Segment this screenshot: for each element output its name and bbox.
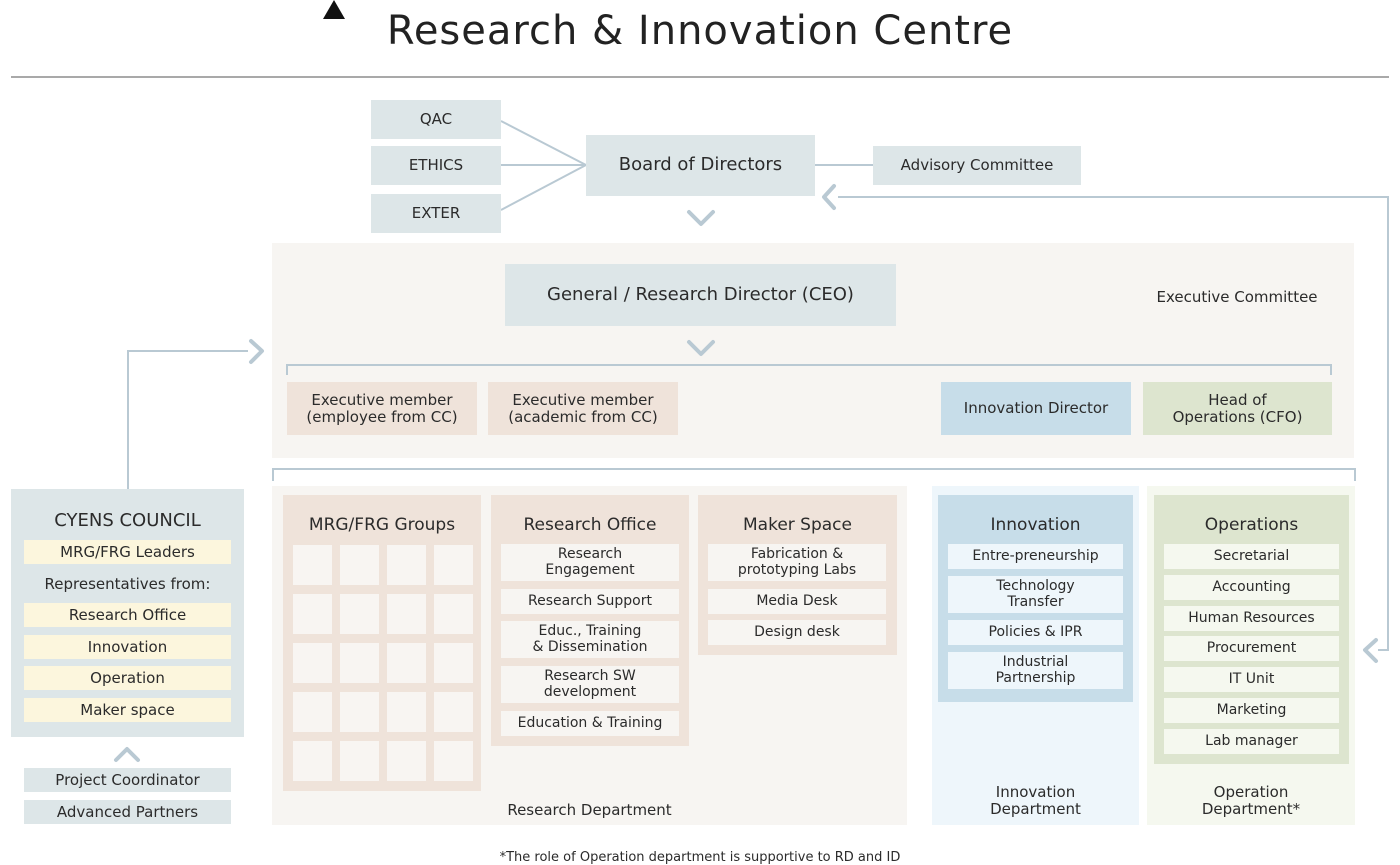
innovation-director-box: Innovation Director: [941, 382, 1131, 435]
executive-committee-label: Executive Committee: [1156, 288, 1318, 306]
group-cell: [387, 692, 426, 732]
group-cell: [340, 643, 379, 683]
group-cell: [293, 692, 332, 732]
maker-space-item: Design desk: [708, 620, 886, 645]
operations-item: Human Resources: [1164, 606, 1339, 631]
innovation-item: Policies & IPR: [948, 620, 1123, 645]
innovation-title: Innovation: [990, 515, 1081, 535]
maker-space-title: Maker Space: [743, 515, 852, 535]
innovation-item: Technology Transfer: [948, 576, 1123, 613]
footnote: *The role of Operation department is sup…: [499, 850, 901, 865]
council-leaders-item: MRG/FRG Leaders: [24, 540, 231, 564]
group-cell: [434, 594, 473, 634]
operations-item: Secretarial: [1164, 544, 1339, 569]
operations-item: Marketing: [1164, 698, 1339, 723]
operation-department-label: Operation Department*: [1201, 783, 1301, 819]
maker-space-item: Fabrication & prototyping Labs: [708, 544, 886, 581]
operations-item: Accounting: [1164, 575, 1339, 600]
exter-box: EXTER: [371, 194, 501, 233]
advanced-partners-box: Advanced Partners: [24, 800, 231, 824]
innovation-department-label: Innovation Department: [990, 783, 1081, 819]
board-of-directors-box: Board of Directors: [586, 135, 815, 196]
executive-member-academic-box: Executive member (academic from CC): [488, 382, 678, 435]
research-office-item: Research SW development: [501, 666, 679, 703]
group-cell: [387, 741, 426, 781]
chevron-left-icon: [822, 184, 836, 210]
mrg-frg-groups-panel: MRG/FRG Groups: [283, 495, 481, 791]
group-cell: [434, 545, 473, 585]
mrg-frg-groups-title: MRG/FRG Groups: [308, 515, 456, 535]
research-office-item: Educ., Training & Dissemination: [501, 621, 679, 658]
council-rep-item: Innovation: [24, 635, 231, 659]
council-rep-item: Maker space: [24, 698, 231, 722]
group-cell: [340, 594, 379, 634]
group-cell: [293, 643, 332, 683]
research-office-item: Education & Training: [501, 711, 679, 736]
ceo-box: General / Research Director (CEO): [505, 264, 896, 326]
chevron-down-icon: [687, 210, 715, 226]
council-representatives-label: Representatives from:: [44, 575, 211, 593]
title-triangle-icon: [323, 0, 345, 19]
maker-space-item: Media Desk: [708, 589, 886, 614]
ethics-box: ETHICS: [371, 146, 501, 185]
group-cell: [340, 545, 379, 585]
group-cell: [387, 594, 426, 634]
research-office-item: Research Engagement: [501, 544, 679, 581]
group-cell: [293, 594, 332, 634]
group-cell: [340, 692, 379, 732]
group-cell: [434, 741, 473, 781]
group-cell: [387, 545, 426, 585]
group-cell: [293, 741, 332, 781]
research-office-title: Research Office: [523, 515, 657, 535]
innovation-item: Industrial Partnership: [948, 652, 1123, 689]
head-of-operations-box: Head of Operations (CFO): [1143, 382, 1332, 435]
group-cell: [340, 741, 379, 781]
research-office-panel: Research Office: [491, 495, 689, 746]
council-rep-item: Research Office: [24, 603, 231, 627]
innovation-item: Entre-preneurship: [948, 544, 1123, 569]
research-department-label: Research Department: [507, 801, 672, 819]
operations-item: Lab manager: [1164, 729, 1339, 754]
operations-title: Operations: [1204, 515, 1299, 535]
header-divider: [11, 76, 1389, 78]
chevron-right-icon: [249, 339, 264, 364]
group-cell: [387, 643, 426, 683]
council-title: CYENS COUNCIL: [54, 510, 201, 531]
group-cell: [434, 643, 473, 683]
chevron-left-icon: [1363, 638, 1378, 663]
chevron-down-icon: [687, 340, 715, 356]
project-coordinator-box: Project Coordinator: [24, 768, 231, 792]
research-office-item: Research Support: [501, 589, 679, 614]
operations-item: Procurement: [1164, 636, 1339, 661]
operations-item: IT Unit: [1164, 667, 1339, 692]
council-rep-item: Operation: [24, 666, 231, 690]
qac-box: QAC: [371, 100, 501, 139]
group-cell: [434, 692, 473, 732]
advisory-committee-box: Advisory Committee: [873, 146, 1081, 185]
page-title: Research & Innovation Centre: [386, 8, 1014, 54]
chevron-up-icon: [114, 747, 140, 762]
executive-member-employee-box: Executive member (employee from CC): [287, 382, 477, 435]
group-cell: [293, 545, 332, 585]
